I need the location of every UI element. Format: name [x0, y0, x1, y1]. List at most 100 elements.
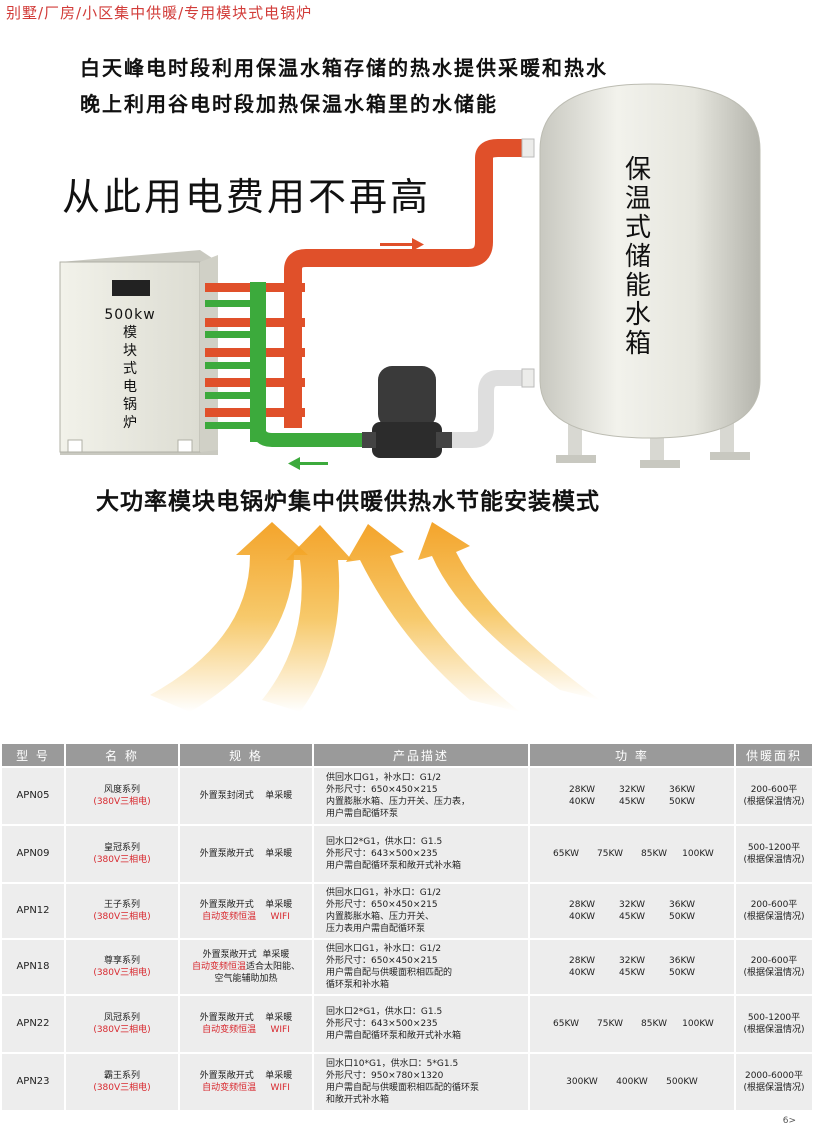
tank-name-char: 储 — [624, 242, 651, 272]
cell-model: APN09 — [2, 826, 64, 882]
tank-name-char: 水 — [624, 300, 651, 330]
desc-line: 和敞开式补水箱 — [326, 1095, 390, 1105]
power-value: 36KW — [669, 900, 695, 910]
tank-label: 保 温 式 储 能 水 箱 — [618, 156, 658, 359]
desc-line: 回水口2*G1，供水口：G1.5 — [326, 837, 443, 847]
desc-line: 回水口2*G1，供水口：G1.5 — [326, 1007, 443, 1017]
power-value: 100KW — [682, 849, 714, 859]
cold-flow-arrow — [288, 457, 328, 470]
desc-line: 用户需自配与供暖面积相匹配的循环泵 — [326, 1083, 480, 1093]
power-value: 36KW — [669, 785, 695, 795]
power-value: 40KW — [569, 912, 595, 922]
cell-area: 200-600平 (根据保温情况) — [736, 884, 812, 938]
circulation-pump — [362, 366, 452, 458]
area-value: 500-1200平 — [747, 843, 801, 853]
tank-name-char: 式 — [624, 213, 651, 243]
col-header-name: 名 称 — [66, 744, 178, 766]
spec-text: 单采暖 — [265, 900, 293, 910]
power-value: 40KW — [569, 968, 595, 978]
cell-name: 皇冠系列 (380V三相电) — [66, 826, 178, 882]
power-value: 85KW — [641, 849, 667, 859]
spec-text: 空气能辅助加热 — [214, 974, 278, 984]
cell-spec: 外置泵敞开式 单采暖 — [180, 826, 312, 882]
area-note: (根据保温情况) — [743, 797, 805, 807]
power-value: 28KW — [569, 900, 595, 910]
desc-line: 用户需自配与供暖面积相匹配的 — [326, 968, 453, 978]
boiler-power: 500kw — [104, 307, 156, 323]
desc-line: 内置膨胀水箱、压力开关、 — [326, 912, 435, 922]
desc-line: 内置膨胀水箱、压力开关、压力表， — [326, 797, 471, 807]
cell-model: APN22 — [2, 996, 64, 1052]
boiler-name-char: 锅 — [123, 397, 137, 413]
spec-text: 单采暖 — [262, 950, 290, 960]
table-row: APN12 王子系列 (380V三相电) 外置泵敞开式 单采暖 自动变频恒温 W… — [2, 884, 812, 938]
tank-return-pipe — [440, 370, 530, 448]
tank-name-char: 能 — [624, 271, 651, 301]
mode-title: 大功率模块电锅炉集中供暖供热水节能安装模式 — [96, 489, 600, 515]
desc-line: 外形尺寸：650×450×215 — [326, 956, 438, 966]
slogan: 从此用电费用不再高 — [62, 175, 432, 219]
series-name: 尊享系列 — [103, 956, 140, 966]
cell-desc: 回水口2*G1，供水口：G1.5 外形尺寸：643×500×235 用户需自配循… — [314, 826, 528, 882]
spec-text: 单采暖 — [265, 1071, 293, 1081]
spec-text: 单采暖 — [265, 1013, 293, 1023]
cell-name: 霸王系列 (380V三相电) — [66, 1054, 178, 1110]
spec-text: 外置泵敞开式 — [199, 1013, 254, 1023]
power-value: 50KW — [669, 968, 695, 978]
col-header-power: 功 率 — [530, 744, 734, 766]
cell-model: APN05 — [2, 768, 64, 824]
boiler-name-char: 块 — [123, 343, 137, 359]
spec-text: 外置泵敞开式 — [199, 900, 254, 910]
breadcrumb: 别墅/厂房/小区集中供暖/专用模块式电锅炉 — [6, 4, 313, 22]
power-value: 32KW — [619, 900, 645, 910]
spec-text: WIFI — [270, 1083, 290, 1093]
heat-arrows — [150, 522, 600, 712]
series-name: 王子系列 — [103, 900, 140, 910]
area-note: (根据保温情况) — [743, 912, 805, 922]
cell-spec: 外置泵敞开式 单采暖 自动变频恒温 WIFI — [180, 1054, 312, 1110]
headline-night: 晚上利用谷电时段加热保温水箱里的水储能 — [80, 92, 498, 116]
desc-line: 压力表用户需自配循环泵 — [326, 924, 426, 934]
cell-desc: 供回水口G1，补水口：G1/2 外形尺寸：650×450×215 内置膨胀水箱、… — [314, 768, 528, 824]
spec-text: 自动变频恒温 — [191, 962, 246, 972]
area-note: (根据保温情况) — [743, 1025, 805, 1035]
product-table-wrap: 型 号 名 称 规 格 产品描述 功 率 供暖面积 APN05 风度系列 (38… — [0, 742, 812, 1112]
desc-line: 回水口10*G1，供水口：5*G1.5 — [326, 1059, 459, 1069]
desc-line: 供回水口G1，补水口：G1/2 — [326, 773, 442, 783]
desc-line: 外形尺寸：650×450×215 — [326, 785, 438, 795]
table-row: APN23 霸王系列 (380V三相电) 外置泵敞开式 单采暖 自动变频恒温 W… — [2, 1054, 812, 1110]
series-voltage: (380V三相电) — [93, 1083, 151, 1093]
table-row: APN05 风度系列 (380V三相电) 外置泵封闭式 单采暖 供回水口G1，补… — [2, 768, 812, 824]
cell-desc: 回水口10*G1，供水口：5*G1.5 外形尺寸：950×780×1320 用户… — [314, 1054, 528, 1110]
tank-name-char: 保 — [624, 155, 651, 185]
series-voltage: (380V三相电) — [93, 855, 151, 865]
power-value: 65KW — [553, 849, 579, 859]
boiler-name-char: 炉 — [123, 415, 137, 431]
cell-model: APN18 — [2, 940, 64, 994]
boiler-name-char: 式 — [123, 361, 137, 377]
col-header-spec: 规 格 — [180, 744, 312, 766]
series-voltage: (380V三相电) — [93, 797, 151, 807]
cell-spec: 外置泵敞开式 单采暖 自动变频恒温 WIFI — [180, 996, 312, 1052]
series-voltage: (380V三相电) — [93, 912, 151, 922]
spec-text: 外置泵敞开式 — [199, 849, 254, 859]
series-name: 凤冠系列 — [103, 1013, 140, 1023]
area-value: 200-600平 — [750, 900, 798, 910]
hot-flow-arrow — [380, 238, 424, 251]
cold-return-pipe — [251, 300, 362, 447]
power-value: 400KW — [616, 1077, 648, 1087]
cell-name: 风度系列 (380V三相电) — [66, 768, 178, 824]
cell-spec: 外置泵敞开式 单采暖 自动变频恒温适合太阳能、 空气能辅助加热 — [180, 940, 312, 994]
col-header-area: 供暖面积 — [736, 744, 812, 766]
cell-area: 200-600平 (根据保温情况) — [736, 768, 812, 824]
power-value: 45KW — [619, 968, 645, 978]
hot-supply-pipe — [284, 139, 530, 280]
product-table: 型 号 名 称 规 格 产品描述 功 率 供暖面积 APN05 风度系列 (38… — [0, 742, 814, 1112]
power-value: 28KW — [569, 785, 595, 795]
power-value: 28KW — [569, 956, 595, 966]
